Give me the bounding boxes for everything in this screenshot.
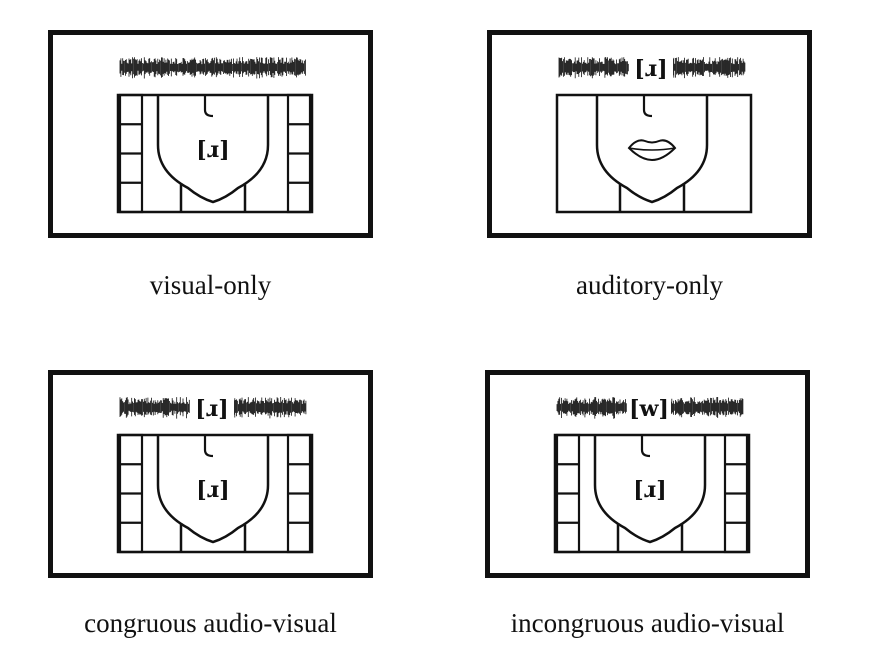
audio-waveform bbox=[119, 57, 306, 79]
panel-caption: incongruous audio-visual bbox=[510, 608, 785, 638]
stimulus-frame: [ɹ] bbox=[48, 30, 373, 238]
stimulus-frame: [ɹ] [ɹ] bbox=[48, 370, 373, 578]
video-frame bbox=[553, 433, 751, 554]
face-outline bbox=[156, 95, 270, 212]
panel-incongruous-audio-visual: [ɹ] [w] incongruous audio-visual bbox=[485, 370, 810, 660]
occluder-grid bbox=[286, 433, 312, 554]
panel-caption: congruous audio-visual bbox=[84, 608, 337, 638]
audio-phoneme-label: [ɹ] bbox=[634, 56, 667, 82]
panel-visual-only: [ɹ] visual-only bbox=[48, 30, 373, 320]
stimulus-frame: [ɹ] [w] bbox=[485, 370, 810, 578]
video-frame bbox=[116, 433, 314, 554]
face-outline bbox=[593, 435, 707, 552]
audio-waveform bbox=[119, 397, 307, 419]
panel-auditory-only: [ɹ] auditory-only bbox=[487, 30, 812, 320]
audio-phoneme-label: [w] bbox=[629, 396, 669, 422]
audio-phoneme-label: [ɹ] bbox=[195, 396, 228, 422]
occluder-grid bbox=[286, 93, 312, 214]
stimulus-frame: [ɹ] bbox=[487, 30, 812, 238]
panel-caption: visual-only bbox=[149, 270, 272, 300]
lips-icon bbox=[627, 139, 677, 162]
occluder-grid bbox=[723, 433, 749, 554]
occluder-grid bbox=[118, 433, 144, 554]
video-phoneme-label: [ɹ] bbox=[633, 477, 666, 503]
occluder-grid bbox=[118, 93, 144, 214]
face-outline bbox=[156, 435, 270, 552]
video-frame bbox=[555, 93, 753, 214]
occluder-grid bbox=[555, 433, 581, 554]
video-frame bbox=[116, 93, 314, 214]
panel-caption: auditory-only bbox=[576, 270, 723, 300]
panel-congruous-audio-visual: [ɹ] [ɹ] congruous audio-visual bbox=[48, 370, 373, 660]
video-phoneme-label: [ɹ] bbox=[196, 477, 229, 503]
video-phoneme-label: [ɹ] bbox=[196, 137, 229, 163]
face-outline bbox=[595, 95, 709, 212]
